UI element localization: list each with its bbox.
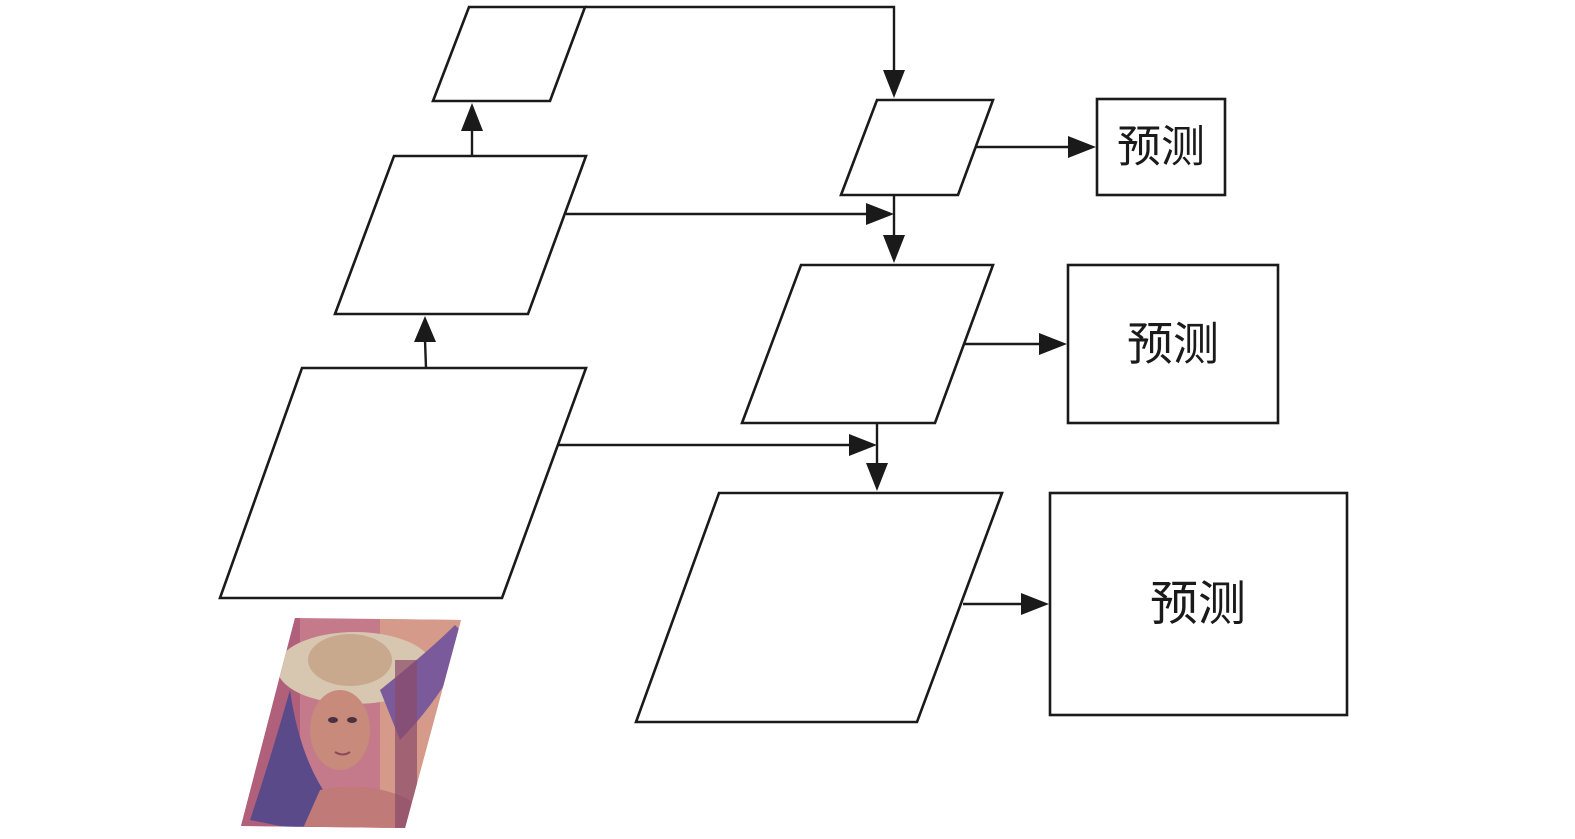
bottom-up-feature-map-2: [333, 154, 588, 316]
arrow-top-down-1: [883, 195, 905, 263]
arrow-top-connection: [585, 5, 905, 98]
prediction-box-1: 预测: [1095, 97, 1227, 197]
bottom-up-feature-map-1: [218, 366, 588, 600]
arrow-bottom-up-1: [414, 316, 436, 369]
prediction-label: 预测: [1150, 576, 1246, 632]
top-down-feature-map-1: [839, 98, 995, 197]
prediction-box-3: 预测: [1048, 491, 1349, 717]
arrow-top-down-2: [866, 423, 888, 491]
arrow-predict-1: [976, 136, 1096, 158]
arrow-predict-3: [963, 593, 1049, 615]
arrow-lateral-1: [558, 434, 877, 456]
input-image: [241, 618, 461, 828]
arrow-lateral-2: [566, 203, 894, 225]
arrow-predict-2: [965, 333, 1067, 355]
top-down-feature-map-2: [740, 263, 995, 425]
prediction-box-2: 预测: [1066, 263, 1280, 425]
prediction-label: 预测: [1117, 122, 1205, 173]
top-down-feature-map-3: [634, 491, 1004, 724]
prediction-label: 预测: [1127, 317, 1219, 371]
arrow-bottom-up-2: [461, 103, 483, 156]
bottom-up-feature-map-3: [431, 5, 587, 103]
